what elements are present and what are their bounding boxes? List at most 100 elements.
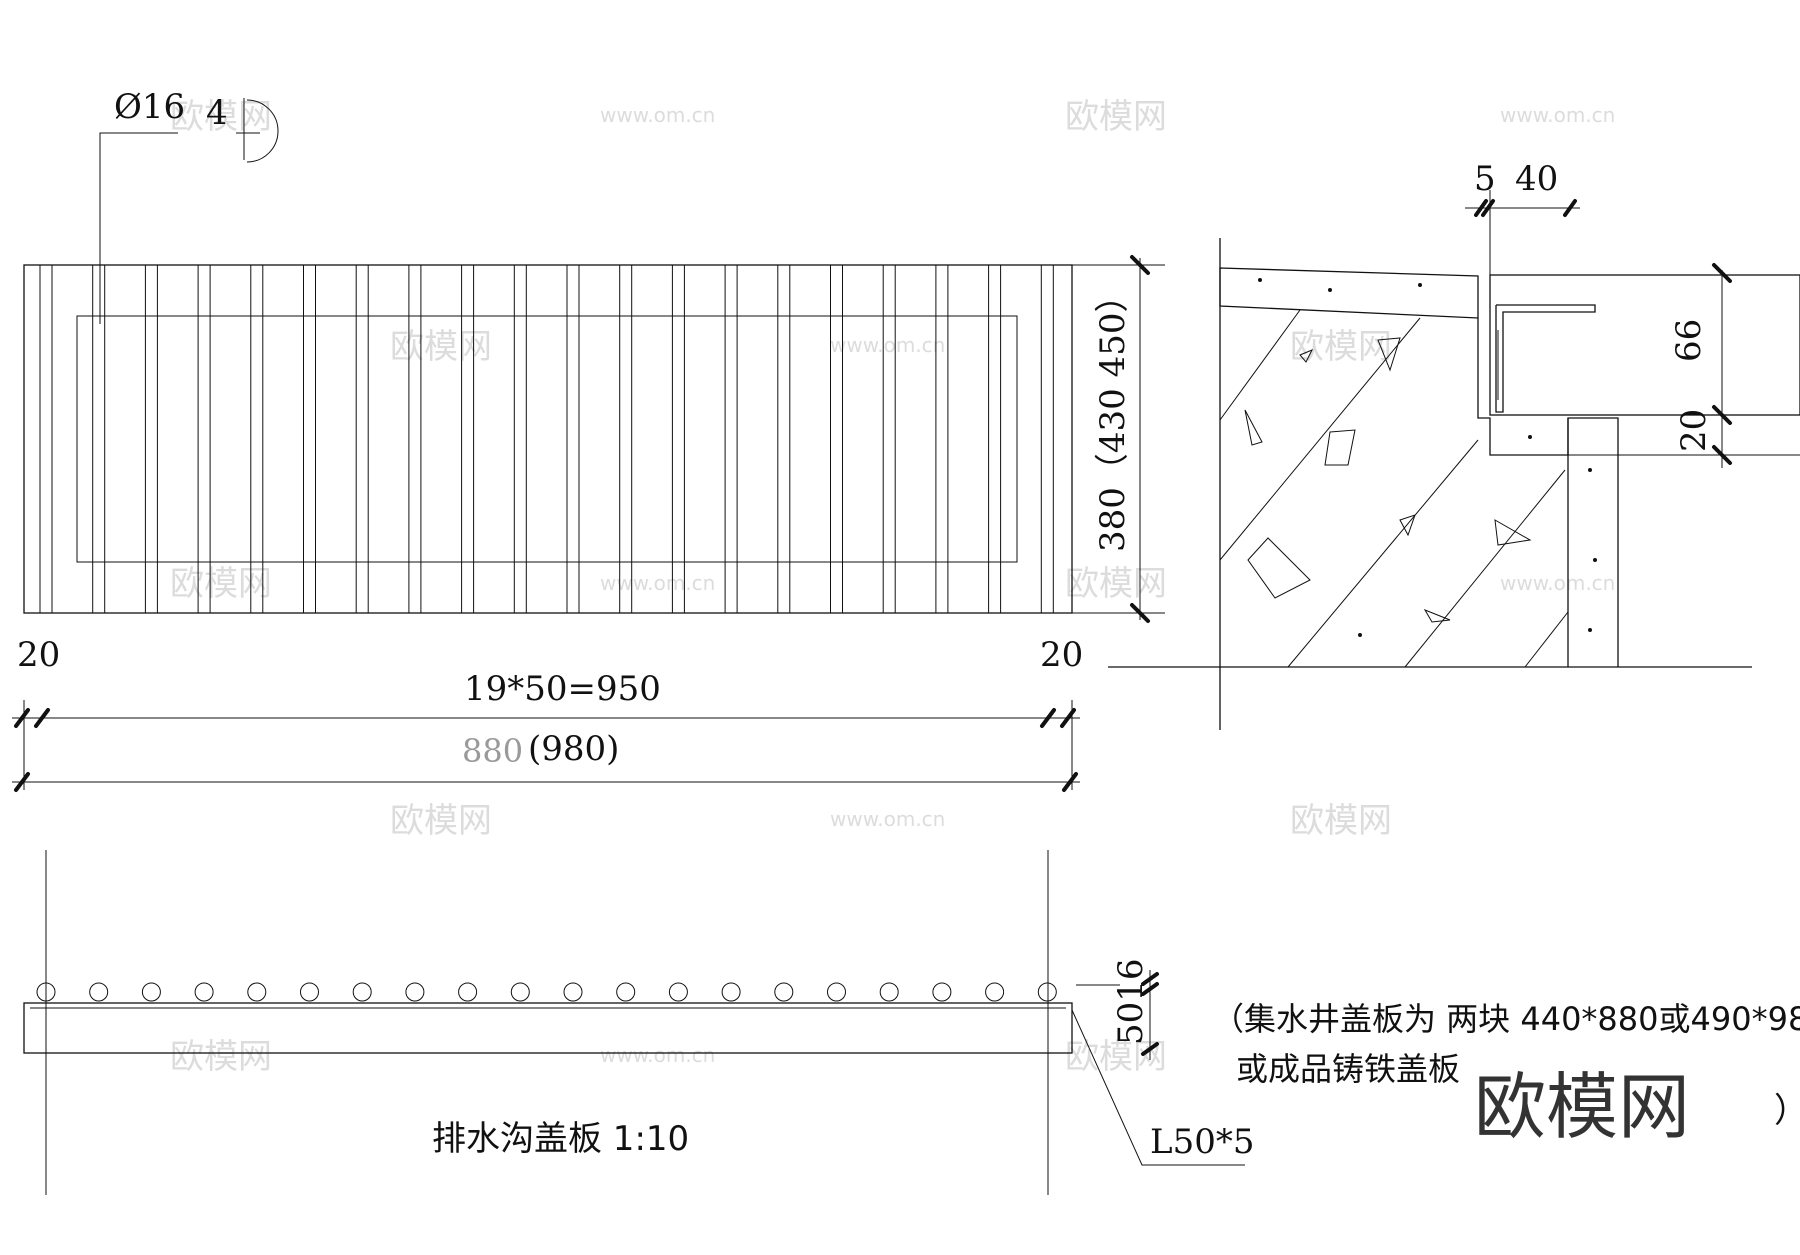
dim-tick [14, 708, 30, 728]
height-dim: 380（430 450） [1093, 279, 1133, 553]
note-close-paren: ） [1774, 1091, 1800, 1131]
plan-outline [23, 264, 1073, 614]
bar-count-label: 4 [206, 93, 228, 133]
elevation-side-dim: 5016 [1111, 958, 1151, 1045]
dim-tick [1141, 972, 1159, 986]
section-dim-5: 5 [1474, 159, 1496, 199]
side-dim-left: 20 [17, 635, 60, 675]
grating-bar [830, 264, 843, 614]
pavement-slab [1219, 267, 1479, 319]
dim-tick [1563, 199, 1577, 217]
grating-bar [250, 264, 264, 614]
watermark-logo: 欧模网 [1290, 801, 1392, 841]
angle-steel-section [1495, 304, 1596, 413]
concrete-hatch [1219, 278, 1597, 668]
dim-tick [1474, 199, 1488, 217]
bar-circles [36, 982, 1057, 1002]
dim-tick [34, 708, 50, 728]
bar-circle [616, 982, 636, 1002]
watermark-url: www.om.cn [830, 333, 945, 357]
grating-bar [355, 264, 369, 614]
cover-plate-section [1489, 274, 1800, 416]
bar-diameter-label: Ø16 [114, 87, 185, 127]
bar-circle [985, 982, 1005, 1002]
watermark-logo: 欧模网 [1065, 97, 1167, 137]
section-mark-arc [246, 99, 279, 163]
watermark-url: www.om.cn [600, 1043, 715, 1067]
watermark-logo: 欧模网 [1065, 564, 1167, 604]
dim-tick [14, 772, 30, 792]
grating-bar [303, 264, 316, 614]
elevation-view: 5016 L50*5 排水沟盖板 1:10 [23, 850, 1254, 1195]
bar-leader-line [99, 132, 178, 324]
grating-bars [39, 264, 1054, 614]
dim-tick [1130, 603, 1150, 623]
grating-bar [39, 264, 53, 614]
grating-bar [408, 264, 422, 614]
grating-bar [1040, 264, 1054, 614]
watermark-url: www.om.cn [600, 103, 715, 127]
watermark-logo: 欧模网 [390, 801, 492, 841]
spacing-dim: 19*50=950 [464, 669, 661, 709]
brand-logo: 欧模网 [1474, 1065, 1690, 1149]
grating-bar [144, 264, 158, 614]
dim-tick [1712, 263, 1732, 283]
bar-circle [247, 982, 267, 1002]
grating-bar [461, 264, 475, 614]
plan-dimensions: 20 20 19*50=950 880 (980) 380（430 450） [12, 255, 1165, 792]
dim-tick [1141, 982, 1159, 996]
watermark-logo: 欧模网 [170, 97, 272, 137]
grating-bar [566, 264, 580, 614]
dim-tick [1040, 708, 1056, 728]
cover-plate-elevation [23, 1002, 1073, 1054]
grating-bar [935, 264, 949, 614]
dim-tick [1062, 772, 1078, 792]
bar-circle [563, 982, 583, 1002]
grating-bar [671, 264, 685, 614]
dim-tick [1481, 199, 1495, 217]
watermark-layer: 欧模网 www.om.cn 欧模网 www.om.cn 欧模网 www.om.c… [170, 97, 1615, 1077]
watermark-url: www.om.cn [600, 571, 715, 595]
grating-bar [513, 264, 527, 614]
bar-circle [89, 982, 109, 1002]
grating-bar [92, 264, 106, 614]
grating-bar [882, 264, 896, 614]
watermark-url: www.om.cn [830, 807, 945, 831]
angle-label: L50*5 [1150, 1122, 1254, 1162]
grating-bar [724, 264, 738, 614]
width-dim-gray: 880 [462, 732, 523, 770]
bar-circle [827, 982, 846, 1002]
bar-circle [510, 982, 530, 1002]
watermark-url: www.om.cn [1500, 103, 1615, 127]
section-dim-20: 20 [1674, 409, 1714, 452]
bar-circle [668, 982, 688, 1002]
note-line-2: 或成品铸铁盖板 [1236, 1050, 1460, 1088]
section-dim-40: 40 [1515, 159, 1558, 199]
dim-tick [1130, 255, 1150, 275]
bar-circle [405, 982, 425, 1002]
plan-view [23, 264, 1073, 614]
dim-tick [1712, 405, 1732, 425]
elevation-title: 排水沟盖板 1:10 [432, 1119, 689, 1159]
watermark-url: www.om.cn [1500, 571, 1615, 595]
watermark-logo: 欧模网 [170, 564, 272, 604]
bar-circle [36, 982, 56, 1002]
note-block: （集水井盖板为 两块 440*880或490*980 或成品铸铁盖板 ） [1212, 1000, 1800, 1131]
angle-leader-line [1071, 1009, 1245, 1166]
bar-circle [300, 982, 319, 1002]
trench-wall-profile [1477, 318, 1619, 667]
bar-circle [194, 982, 214, 1002]
grating-bar [619, 264, 633, 614]
grating-bar [197, 264, 211, 614]
bar-circle [721, 982, 741, 1002]
grating-bar [988, 264, 1002, 614]
watermark-logo: 欧模网 [170, 1037, 272, 1077]
bar-circle [932, 982, 952, 1002]
bar-circle [458, 982, 478, 1002]
section-dim-66: 66 [1669, 319, 1709, 362]
bar-circle [879, 982, 899, 1002]
note-line-1: （集水井盖板为 两块 440*880或490*980 [1212, 1000, 1800, 1038]
bar-circle [352, 982, 372, 1002]
width-dim: (980) [528, 729, 619, 769]
